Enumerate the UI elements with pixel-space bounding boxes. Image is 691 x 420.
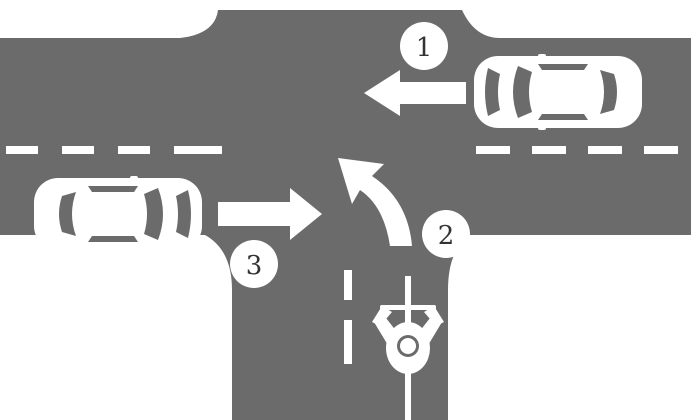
dash-right-4 — [644, 146, 678, 154]
dash-left-2 — [62, 146, 94, 154]
car-left — [34, 176, 202, 252]
arrow-2 — [338, 158, 412, 246]
lane-markings — [6, 146, 678, 364]
dash-left-1 — [6, 146, 38, 154]
arrow-right-icon — [218, 188, 322, 240]
dash-right-3 — [588, 146, 622, 154]
arrow-curved-left-icon — [338, 158, 412, 246]
label-text: 3 — [246, 251, 263, 281]
dash-left-4 — [174, 146, 222, 154]
label-circle — [400, 22, 448, 70]
label-text: 1 — [416, 33, 433, 63]
label-text: 2 — [438, 221, 455, 251]
car-icon — [34, 176, 202, 252]
car-right — [474, 54, 642, 130]
arrow-3 — [218, 188, 322, 240]
label-3: 3 — [230, 240, 278, 288]
dash-right-1 — [476, 146, 510, 154]
bicycle-icon — [372, 276, 444, 420]
arrow-1 — [364, 70, 466, 116]
label-1: 1 — [400, 22, 448, 70]
label-circle — [230, 240, 278, 288]
bicycle — [372, 276, 444, 420]
dash-left-3 — [118, 146, 150, 154]
bike-lane-dash-2 — [344, 320, 352, 364]
label-circle — [422, 210, 470, 258]
arrow-left-icon — [364, 70, 466, 116]
car-icon — [474, 54, 642, 130]
label-2: 2 — [422, 210, 470, 258]
dash-right-2 — [532, 146, 566, 154]
bike-lane-dash-1 — [344, 270, 352, 300]
